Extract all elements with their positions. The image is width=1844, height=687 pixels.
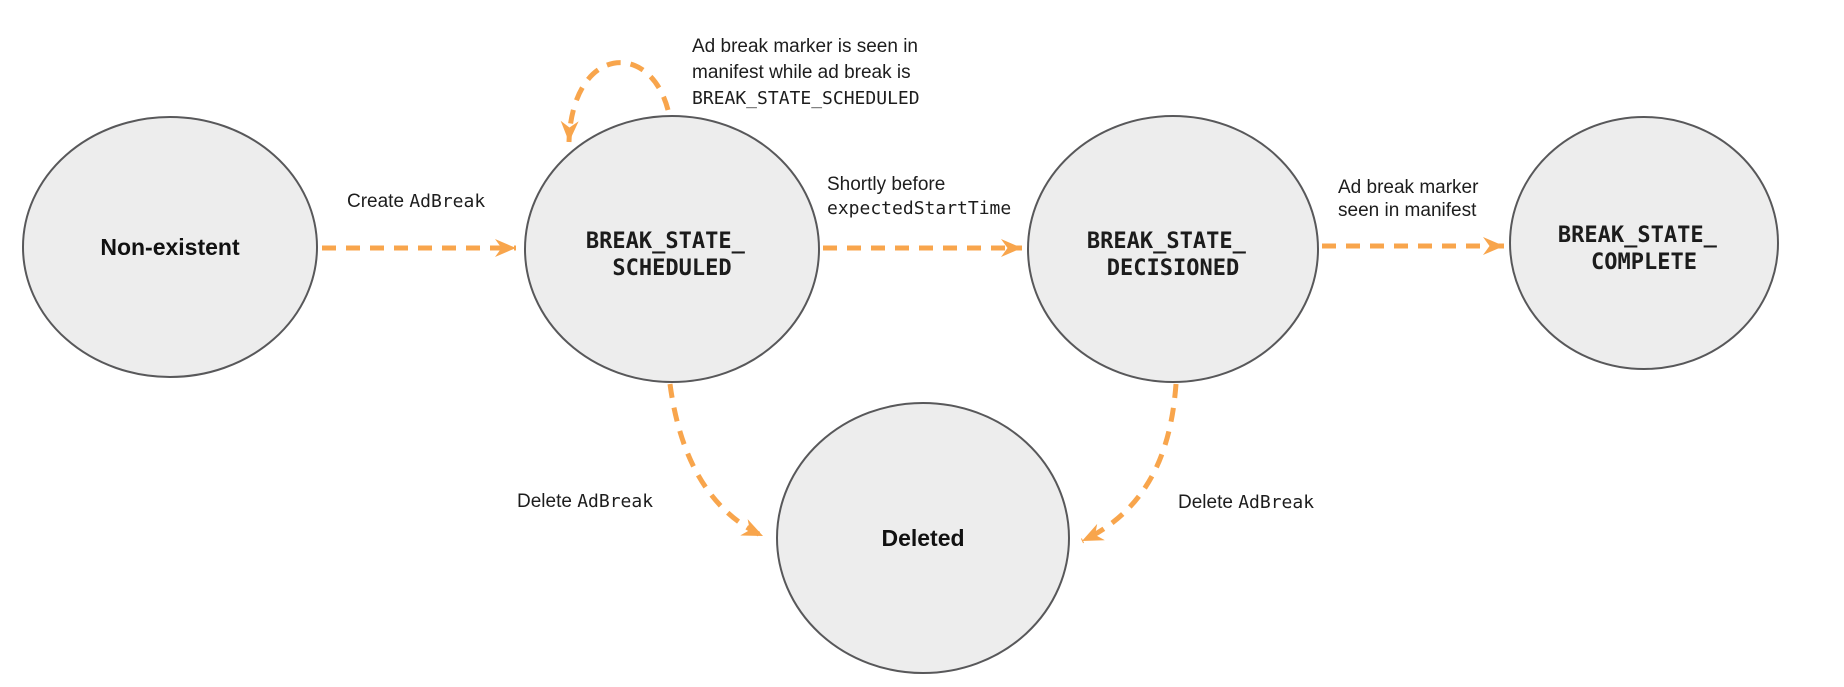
transition-label-to-complete-line2: seen in manifest (1338, 200, 1477, 221)
transition-arrow-delete-from-decisioned (1080, 383, 1179, 544)
transition-label-delete-left-code: AdBreak (577, 491, 653, 512)
state-label-decisioned-line2: DECISIONED (1107, 256, 1239, 281)
transition-label-self-loop-line1: Ad break marker is seen in (692, 36, 918, 57)
state-circle-nonexistent (22, 116, 318, 378)
transition-label-to-decisioned: Shortly before expectedStartTime (827, 174, 1011, 219)
transition-label-create-plain: Create (347, 191, 409, 212)
state-circle-deleted (776, 402, 1070, 674)
transition-label-delete-right-code: AdBreak (1238, 492, 1314, 513)
transition-label-delete-from-scheduled: Delete AdBreak (517, 491, 653, 512)
state-label-complete-line1: BREAK_STATE_ (1558, 223, 1718, 248)
transition-label-self-loop-line3: BREAK_STATE_SCHEDULED (692, 88, 920, 109)
state-circle-complete (1509, 116, 1779, 370)
transition-label-self-loop-line2: manifest while ad break is (692, 62, 911, 83)
state-label-decisioned: BREAK_STATE_ DECISIONED (1087, 229, 1259, 281)
state-label-complete-line2: COMPLETE (1591, 250, 1697, 275)
state-label-scheduled-line1: BREAK_STATE_ (586, 229, 746, 254)
transition-label-to-decisioned-line2: expectedStartTime (827, 198, 1011, 219)
state-label-decisioned-line1: BREAK_STATE_ (1087, 229, 1247, 254)
transition-label-to-complete-line1: Ad break marker (1338, 177, 1479, 198)
transition-label-to-complete: Ad break marker seen in manifest (1338, 177, 1482, 221)
state-label-nonexistent: Non-existent (100, 234, 240, 260)
state-label-scheduled-line2: SCHEDULED (612, 256, 731, 281)
transition-label-delete-left-plain: Delete (517, 491, 577, 512)
transition-arrow-delete-from-scheduled (667, 383, 765, 539)
state-label-deleted: Deleted (881, 525, 964, 551)
transition-label-delete-right-plain: Delete (1178, 492, 1238, 513)
transition-label-create: Create AdBreak (347, 191, 485, 212)
transition-arrow-self-loop (560, 60, 671, 143)
transition-label-delete-from-decisioned: Delete AdBreak (1178, 492, 1314, 513)
transition-label-to-decisioned-line1: Shortly before (827, 174, 945, 195)
state-circle-scheduled (524, 115, 820, 383)
transition-label-self-loop: Ad break marker is seen in manifest whil… (692, 36, 922, 109)
state-label-complete: BREAK_STATE_ COMPLETE (1558, 223, 1730, 275)
state-label-scheduled: BREAK_STATE_ SCHEDULED (586, 229, 758, 281)
transition-label-create-code: AdBreak (409, 191, 485, 212)
state-circle-decisioned (1027, 115, 1319, 383)
